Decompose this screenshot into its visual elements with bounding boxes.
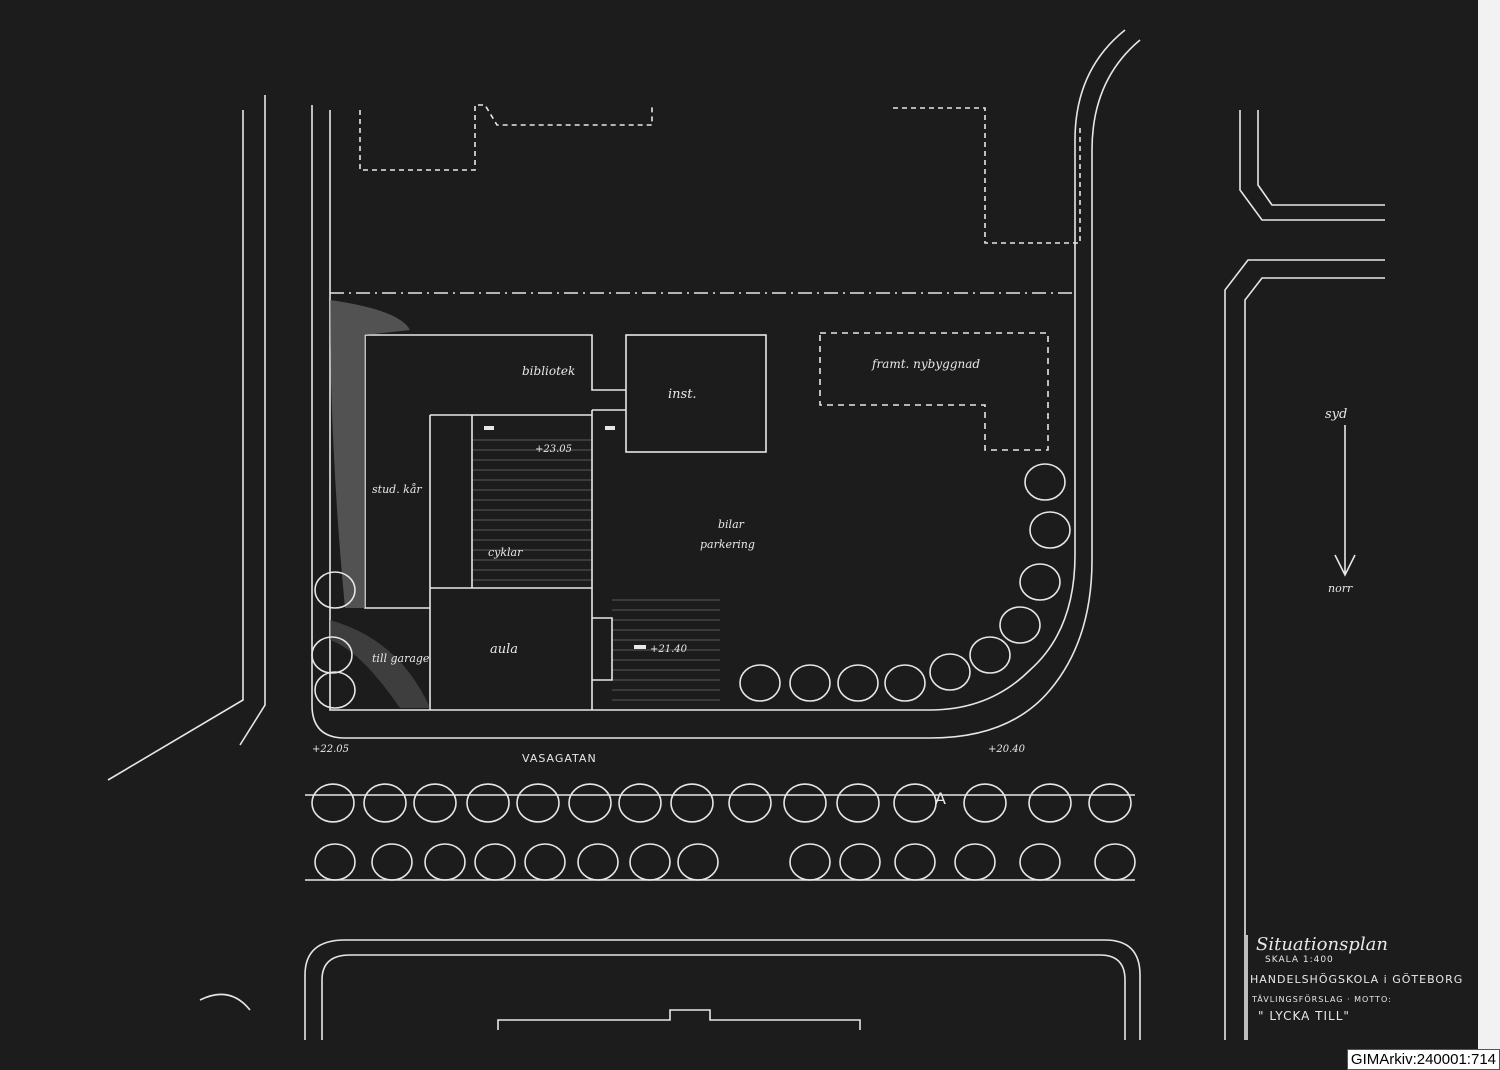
label-inst: inst. [668,387,697,402]
south-building [497,1009,861,1030]
tree-icon [629,843,671,881]
right-road-edge [1224,259,1385,1040]
curb-line [311,39,1141,739]
tree-icon [568,783,612,823]
tree-icon [969,636,1011,674]
tree-icon [314,571,356,609]
level-upper: +23.05 [535,444,572,455]
tree-icon [837,664,879,702]
tree-row-line [305,794,1135,881]
neighbour-building [893,107,1081,244]
tree-icon [677,843,719,881]
archive-id: GIMArkiv:240001:714 [1346,1049,1500,1070]
stairs [472,439,720,701]
tree-icon [963,783,1007,823]
label-syd: syd [1325,407,1347,422]
corner-curve [199,993,251,1011]
tree-icon [789,664,831,702]
level-entrance: +21.40 [650,644,688,655]
tree-icon [1029,511,1071,549]
tree-icon [371,843,413,881]
tree-icon [466,783,510,823]
tree-icon [314,843,356,881]
tree-icon [839,843,881,881]
tree-icon [929,653,971,691]
right-road-edge [1239,110,1385,221]
tree-icon [894,843,936,881]
label-stud-kar: stud. kår [372,483,422,496]
tree-icon [1094,843,1136,881]
competition-label: TÄVLINGSFÖRSLAG · MOTTO: [1251,994,1392,1004]
tree-icon [1019,563,1061,601]
tree-icon [311,636,353,674]
tree-icon [789,843,831,881]
label-bibliotek: bibliotek [522,364,575,378]
left-road-edge [107,110,244,781]
title: Situationsplan [1256,934,1388,955]
label-aula: aula [490,642,518,657]
tree-icon [524,843,566,881]
tree-icon [1019,843,1061,881]
label-parkering: parkering [700,538,755,551]
level-west: +22.05 [312,744,349,755]
motto: " LYCKA TILL" [1258,1009,1350,1023]
project-name: HANDELSHÖGSKOLA i GÖTEBORG [1250,973,1463,986]
tree-icon [311,783,355,823]
tree-icon [474,843,516,881]
tree-icon [739,664,781,702]
neighbour-building [359,104,653,171]
label-norr: norr [1328,582,1353,595]
tree-icon [424,843,466,881]
tree-icon [670,783,714,823]
tree-icon [618,783,662,823]
tree-icon [893,783,937,823]
tree-icon [836,783,880,823]
entrance [592,617,613,681]
paper-margin [1478,0,1500,1070]
section-marker: A [935,789,947,808]
south-block [321,954,1126,1040]
right-road-edge [1257,110,1385,206]
level-east: +20.40 [988,744,1026,755]
label-till-garage: till garage [372,652,430,665]
hatched-path [330,300,410,608]
south-block [304,939,1141,1040]
hatched-path [330,620,430,708]
linework [107,0,1500,1070]
right-road-edge [1244,277,1385,1040]
tree-icon [954,843,996,881]
scale: SKALA 1:400 [1265,955,1334,965]
tree-icon [516,783,560,823]
inst-building [625,334,767,453]
tree-icon [413,783,457,823]
tree-icon [577,843,619,881]
tree-icon [314,671,356,709]
tree-icon [999,606,1041,644]
left-road-edge [239,95,266,746]
tree-icon [783,783,827,823]
label-future-building: framt. nybyggnad [871,357,980,371]
tree-icon [728,783,772,823]
trees [311,463,1136,881]
north-arrow-icon [1334,425,1356,577]
curb-line [1074,29,1126,290]
tree-icon [363,783,407,823]
entrance-arrow-icon [484,426,646,649]
label-cyklar: cyklar [488,546,523,559]
future-building [819,332,1049,451]
street-name: VASAGATAN [522,752,597,765]
label-bilar: bilar [718,518,745,531]
site-boundary [329,110,1076,711]
labels: bibliotek inst. framt. nybyggnad +23.05 … [312,357,1463,1023]
tree-icon [1024,463,1066,501]
tree-icon [884,664,926,702]
tree-icon [1088,783,1132,823]
tree-icon [1028,783,1072,823]
